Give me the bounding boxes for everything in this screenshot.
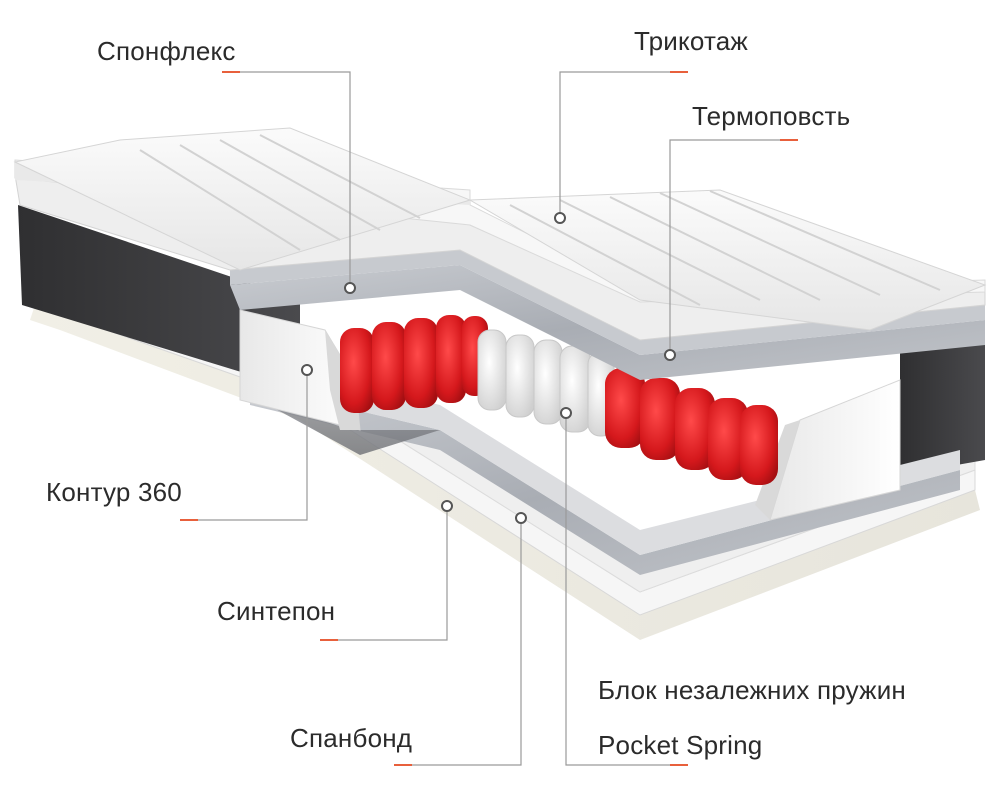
quilted-cover	[13, 127, 987, 331]
label-pocket: Pocket Spring	[598, 730, 763, 760]
springs-red-left	[340, 315, 488, 413]
leader-blok	[565, 413, 686, 766]
leader-termopovst	[669, 139, 797, 355]
label-spanbond: Спанбонд	[290, 723, 413, 753]
label-kontur: Контур 360	[46, 477, 182, 507]
accent-dash-sponflex	[222, 71, 240, 73]
label-sintepon: Синтепон	[217, 596, 336, 626]
dot-blok	[560, 407, 572, 419]
accent-dash-termopovst	[780, 139, 798, 141]
label-trikotazh: Трикотаж	[634, 26, 749, 56]
accent-dash-sintepon	[320, 639, 338, 641]
dot-sponflex	[344, 282, 356, 294]
dot-sintepon	[441, 500, 453, 512]
leader-kontur	[180, 370, 308, 521]
label-sponflex: Спонфлекс	[97, 36, 236, 66]
accent-dash-blok	[670, 764, 688, 766]
leader-lines	[180, 71, 797, 766]
leader-spanbond	[394, 518, 522, 766]
accent-dash-spanbond	[394, 764, 412, 766]
side-fabric	[18, 205, 985, 475]
pocket-springs	[340, 315, 778, 485]
accent-dash-trikotazh	[670, 71, 688, 73]
label-termopovst: Термоповсть	[692, 101, 851, 131]
springs-red-right	[605, 368, 778, 485]
leader-sponflex	[225, 71, 351, 288]
dot-spanbond	[515, 512, 527, 524]
dot-kontur	[301, 364, 313, 376]
label-blok: Блок незалежних пружин	[598, 675, 906, 705]
upper-felt	[230, 250, 985, 380]
leader-trikotazh	[559, 71, 688, 218]
marker-dots	[301, 212, 676, 524]
dot-trikotazh	[554, 212, 566, 224]
dot-termopovst	[664, 349, 676, 361]
accent-dash-kontur	[180, 519, 198, 521]
leader-sintepon	[320, 506, 448, 641]
